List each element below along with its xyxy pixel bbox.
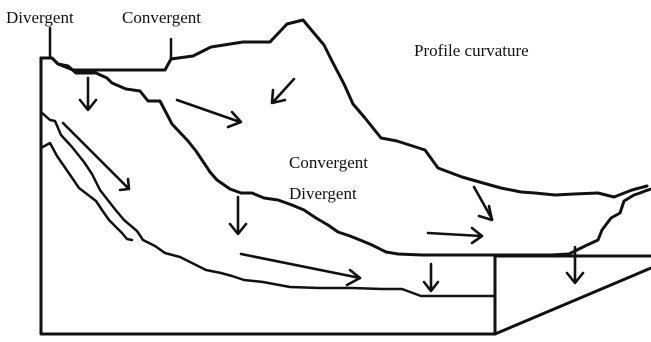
label-convergent-top: Convergent bbox=[122, 8, 202, 27]
lower-slope-line-2 bbox=[39, 141, 134, 242]
arrow-center-up bbox=[175, 98, 243, 129]
arrow-left-top bbox=[78, 76, 98, 112]
label-profile-curvature: Profile curvature bbox=[414, 41, 529, 60]
label-divergent-center: Divergent bbox=[289, 184, 357, 203]
arrow-bottom-middle-down bbox=[422, 262, 440, 293]
label-divergent-top: Divergent bbox=[6, 8, 74, 27]
arrow-mid-down bbox=[228, 195, 248, 236]
arrow-top-center-diagonal bbox=[270, 77, 296, 105]
arrow-left-diagonal bbox=[61, 121, 131, 192]
arrow-bottom-right-down bbox=[565, 245, 585, 285]
upper-surface-line bbox=[39, 56, 651, 257]
arrow-right-small-diagonal bbox=[472, 185, 494, 222]
arrow-right-horizontal bbox=[426, 226, 484, 245]
ridge-line bbox=[39, 18, 649, 199]
lower-slope-line-1 bbox=[39, 110, 496, 298]
block-outline bbox=[39, 56, 651, 336]
arrow-lower-long bbox=[239, 252, 362, 287]
label-convergent-center: Convergent bbox=[289, 153, 369, 172]
